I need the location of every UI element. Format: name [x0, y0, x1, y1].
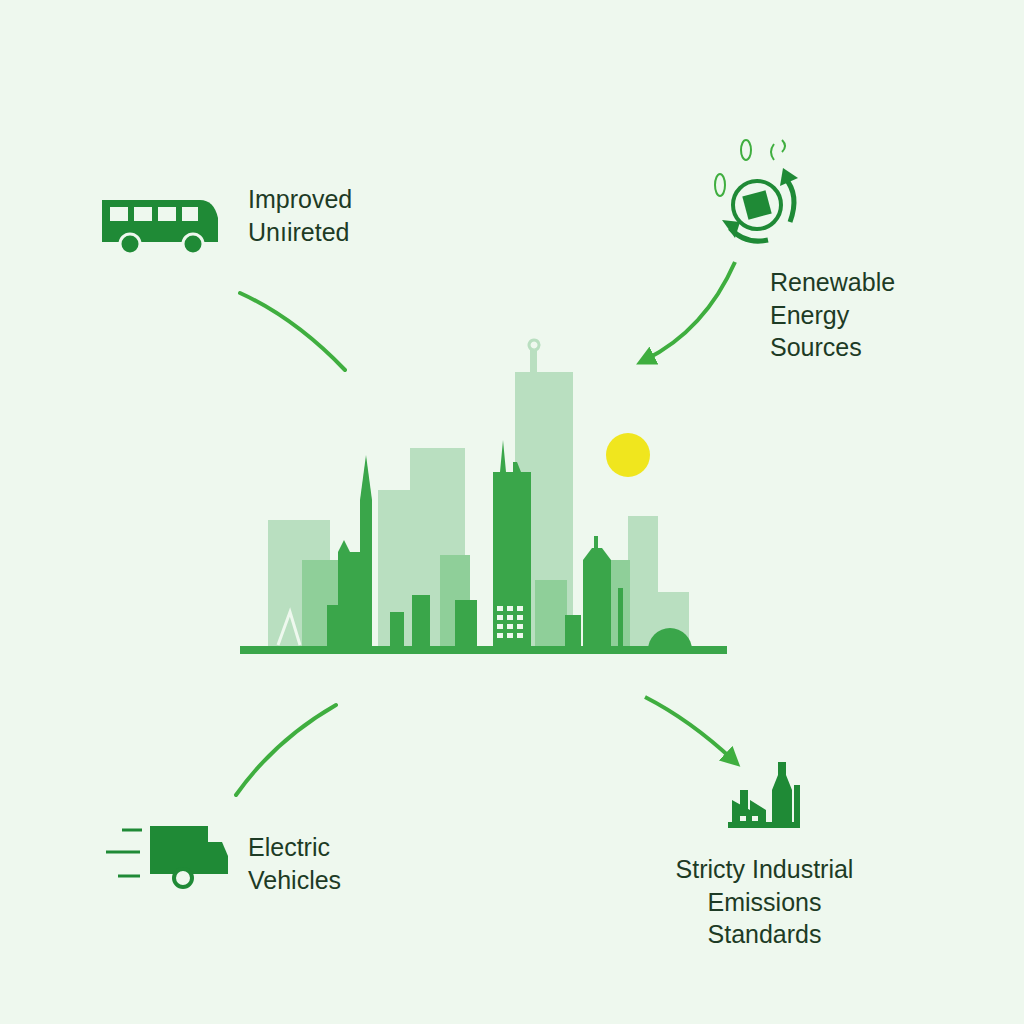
bus-icon: [102, 200, 218, 254]
item-label: Stricty Industrial Emissions Standards: [652, 853, 877, 951]
item-label: Renewable Energy Sources: [770, 266, 935, 364]
factory-icon: [728, 762, 800, 828]
truck-icon: [106, 826, 228, 887]
item-label: Improved Unıireted: [248, 183, 398, 248]
renewable-icon: [715, 140, 798, 241]
item-label: Electric Vehicles: [248, 831, 378, 896]
